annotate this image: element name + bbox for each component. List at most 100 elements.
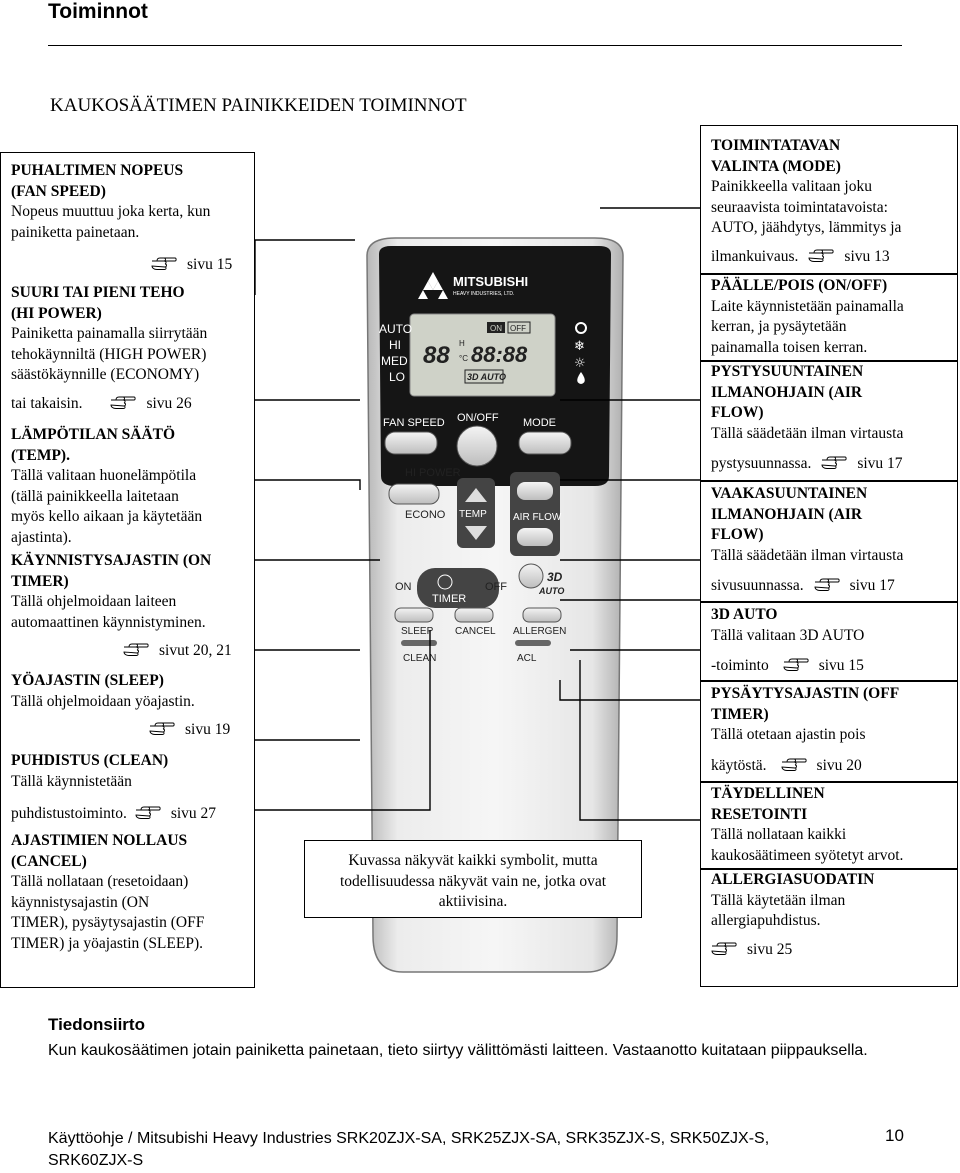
allergen-button[interactable] <box>522 607 562 623</box>
timer-rocker <box>417 568 499 608</box>
off-timer-heading-2: TIMER) <box>711 705 769 723</box>
onoff-label: ON/OFF <box>457 412 499 424</box>
vflow-text-2: pystysuunnassa.sivu 17 <box>711 454 953 475</box>
clean-label: CLEAN <box>403 653 436 664</box>
cancel-button[interactable] <box>454 607 494 623</box>
temp-text-2: (tällä painikkeella laitetaan <box>11 487 179 505</box>
clean-text-2: puhdistustoiminto.sivu 27 <box>11 804 250 825</box>
right-divider-5 <box>701 680 957 682</box>
econo-label: ECONO <box>405 509 446 521</box>
pointing-hand-icon <box>821 456 847 470</box>
fan-speed-text-2: painiketta painetaan. <box>11 223 140 241</box>
temp-text-4: ajastinta). <box>11 528 72 546</box>
mode-ref-text: sivu 13 <box>844 247 890 265</box>
hi-power-button[interactable] <box>388 483 440 505</box>
vflow-heading-3: FLOW) <box>711 404 764 421</box>
page-number: 10 <box>885 1126 904 1145</box>
auto3d-ref-text: sivu 15 <box>818 657 864 674</box>
cancel-text-3: TIMER), pysäytysajastin (OFF <box>11 914 205 931</box>
pointing-hand-icon <box>149 722 175 736</box>
onoff-text-3: painamalla toisen kerran. <box>711 338 868 356</box>
hi-power-text-4-value: tai takaisin. <box>11 394 83 412</box>
auto3d-block: 3D AUTO Tällä valitaan 3D AUTO -toiminto… <box>711 605 953 677</box>
lcd-on: ON <box>490 324 502 333</box>
hi-power-text-3: säästökäynnille (ECONOMY) <box>11 366 200 383</box>
clean-block: PUHDISTUS (CLEAN) Tällä käynnistetään pu… <box>11 751 250 825</box>
temp-label: TEMP <box>459 509 487 520</box>
clock-icon <box>437 574 453 590</box>
right-divider-7 <box>701 868 957 870</box>
fan-speed-button[interactable] <box>384 431 438 455</box>
mode-text-4: ilmankuivaus.sivu 13 <box>711 247 953 268</box>
off-timer-heading-1: PYSÄYTYSAJASTIN (OFF <box>711 685 900 702</box>
off-timer-ref: sivu 20 <box>767 757 862 774</box>
sleep-block: YÖAJASTIN (SLEEP) Tällä ohjelmoidaan yöa… <box>11 671 250 741</box>
on-label: ON <box>395 581 412 593</box>
vertical-air-flow-button[interactable] <box>517 482 553 500</box>
cancel-text-4: TIMER) ja yöajastin (SLEEP). <box>11 934 203 952</box>
pointing-hand-icon <box>783 658 809 672</box>
cancel-text-1: Tällä nollataan (resetoidaan) <box>11 873 189 890</box>
onoff-button[interactable] <box>456 425 498 467</box>
lcd-label-hi: HI <box>389 338 401 352</box>
vflow-text-1: Tällä säädetään ilman virtausta <box>711 424 904 442</box>
clean-text-2-value: puhdistustoiminto. <box>11 805 127 822</box>
allergen-text-1: Tällä käytetään ilman <box>711 891 846 909</box>
on-timer-heading-2: TIMER) <box>11 572 69 590</box>
remote-lcd <box>409 313 556 397</box>
allergen-ref-text: sivu 25 <box>747 940 793 958</box>
horizontal-air-flow-button[interactable] <box>517 528 553 546</box>
hflow-text-2-value: sivusuunnassa. <box>711 577 804 594</box>
left-column: PUHALTIMEN NOPEUS (FAN SPEED) Nopeus muu… <box>0 152 255 988</box>
vflow-heading-2: ILMANOHJAIN (AIR <box>711 383 863 401</box>
lcd-time: 88:88 <box>471 342 528 367</box>
pointing-hand-icon <box>711 942 737 956</box>
hi-power-text-2: tehokäynniltä (HIGH POWER) <box>11 345 207 363</box>
hi-power-block: SUURI TAI PIENI TEHO (HI POWER) Painiket… <box>11 283 250 414</box>
temp-text-1: Tällä valitaan huonelämpötila <box>11 467 197 484</box>
fan-speed-label: FAN SPEED <box>383 417 445 429</box>
auto3d-button[interactable] <box>518 563 544 589</box>
allergen-label: ALLERGEN <box>513 626 566 637</box>
temp-up-button[interactable] <box>465 488 487 502</box>
sleep-ref: sivu 19 <box>11 720 250 741</box>
auto3d-label-bottom: AUTO <box>538 586 564 596</box>
hi-power-heading-1: SUURI TAI PIENI TEHO <box>11 284 185 301</box>
hi-power-text-1: Painiketta painamalla siirrytään <box>11 325 208 342</box>
temp-down-button[interactable] <box>465 526 487 540</box>
fan-speed-heading-1: PUHALTIMEN NOPEUS <box>11 162 184 179</box>
hflow-text-1: Tällä säädetään ilman virtausta <box>711 546 904 564</box>
allergen-heading: ALLERGIASUODATIN <box>711 871 875 888</box>
fan-speed-heading-2: (FAN SPEED) <box>11 182 106 200</box>
on-timer-ref: sivut 20, 21 <box>11 641 250 662</box>
mode-ref: sivu 13 <box>798 247 890 265</box>
temp-heading-2: (TEMP). <box>11 446 70 464</box>
lcd-label-auto: AUTO <box>379 322 412 336</box>
reset-heading-1: TÄYDELLINEN <box>711 785 825 802</box>
sleep-button[interactable] <box>394 607 434 623</box>
reset-heading-2: RESETOINTI <box>711 805 808 823</box>
remote-brand-sub: HEAVY INDUSTRIES, LTD. <box>453 291 514 297</box>
allergen-ref-line: sivu 25 <box>711 940 953 961</box>
fan-speed-ref: sivu 15 <box>11 255 250 276</box>
vflow-text-2-value: pystysuunnassa. <box>711 455 812 472</box>
page-header: Toiminnot <box>48 0 148 23</box>
cancel-text-2: käynnistysajastin (ON <box>11 893 150 911</box>
fan-speed-block: PUHALTIMEN NOPEUS (FAN SPEED) Nopeus muu… <box>11 161 250 276</box>
dry-mode-icon <box>577 372 585 384</box>
pointing-hand-icon <box>814 578 840 592</box>
mode-block: TOIMINTATAVAN VALINTA (MODE) Painikkeell… <box>711 136 953 267</box>
clean-button[interactable] <box>401 640 437 646</box>
hflow-block: VAAKASUUNTAINEN ILMANOHJAIN (AIR FLOW) T… <box>711 484 953 597</box>
heat-mode-icon: ☼ <box>574 356 586 371</box>
hi-power-heading-2: (HI POWER) <box>11 304 102 322</box>
mode-button[interactable] <box>518 431 572 455</box>
leader-temp <box>255 479 361 490</box>
off-timer-text-2: käytöstä.sivu 20 <box>711 756 953 777</box>
acl-button[interactable] <box>515 640 551 646</box>
onoff-heading: PÄÄLLE/POIS (ON/OFF) <box>711 277 888 294</box>
mode-icons-column: ❄ ☼ <box>574 322 587 384</box>
clean-text-1: Tällä käynnistetään <box>11 772 132 790</box>
vflow-ref: sivu 17 <box>811 455 903 472</box>
